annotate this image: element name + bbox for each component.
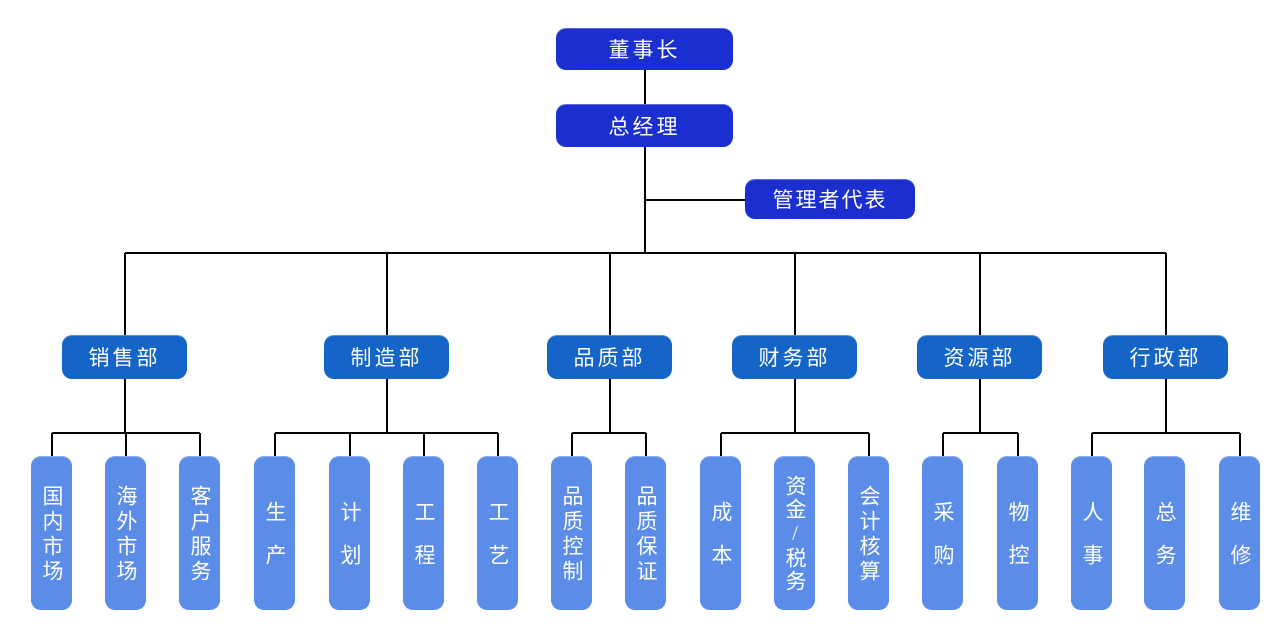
department-node-sales[interactable]: 销售部 bbox=[62, 335, 187, 379]
unit-label: 物控 bbox=[1006, 501, 1030, 587]
unit-label: 资金/税务 bbox=[783, 475, 807, 593]
management-representative-node[interactable]: 管理者代表 bbox=[745, 179, 915, 219]
unit-label: 采购 bbox=[931, 501, 955, 587]
unit-node-domestic-market[interactable]: 国内市场 bbox=[31, 456, 72, 610]
unit-label: 工艺 bbox=[486, 501, 510, 587]
unit-label: 海外市场 bbox=[114, 485, 138, 585]
unit-node-funds-tax[interactable]: 资金/税务 bbox=[774, 456, 815, 610]
unit-label: 维修 bbox=[1228, 501, 1252, 587]
general-manager-node[interactable]: 总经理 bbox=[556, 104, 733, 147]
unit-node-quality-assurance[interactable]: 品质保证 bbox=[625, 456, 666, 610]
department-node-manufacturing[interactable]: 制造部 bbox=[324, 335, 449, 379]
unit-node-cost[interactable]: 成本 bbox=[700, 456, 741, 610]
unit-node-planning[interactable]: 计划 bbox=[329, 456, 370, 610]
unit-node-customer-service[interactable]: 客户服务 bbox=[179, 456, 220, 610]
unit-node-hr[interactable]: 人事 bbox=[1071, 456, 1112, 610]
unit-node-material-control[interactable]: 物控 bbox=[997, 456, 1038, 610]
unit-label: 生产 bbox=[263, 501, 287, 587]
unit-node-accounting[interactable]: 会计核算 bbox=[848, 456, 889, 610]
unit-node-quality-control[interactable]: 品质控制 bbox=[551, 456, 592, 610]
department-node-administration[interactable]: 行政部 bbox=[1103, 335, 1228, 379]
unit-node-process[interactable]: 工艺 bbox=[477, 456, 518, 610]
unit-node-overseas-market[interactable]: 海外市场 bbox=[105, 456, 146, 610]
unit-node-maintenance[interactable]: 维修 bbox=[1219, 456, 1260, 610]
department-node-quality[interactable]: 品质部 bbox=[547, 335, 672, 379]
unit-node-production[interactable]: 生产 bbox=[254, 456, 295, 610]
unit-node-general-affairs[interactable]: 总务 bbox=[1144, 456, 1185, 610]
unit-label: 国内市场 bbox=[40, 485, 64, 585]
unit-node-purchasing[interactable]: 采购 bbox=[922, 456, 963, 610]
unit-label: 工程 bbox=[412, 501, 436, 587]
unit-label: 成本 bbox=[709, 501, 733, 587]
unit-label: 客户服务 bbox=[188, 485, 212, 585]
unit-label: 计划 bbox=[338, 501, 362, 587]
unit-label: 会计核算 bbox=[857, 485, 881, 585]
chairman-node[interactable]: 董事长 bbox=[556, 28, 733, 70]
unit-label: 品质控制 bbox=[560, 485, 584, 585]
unit-label: 品质保证 bbox=[634, 485, 658, 585]
unit-label: 人事 bbox=[1080, 501, 1104, 587]
department-node-resources[interactable]: 资源部 bbox=[917, 335, 1042, 379]
unit-label: 总务 bbox=[1153, 501, 1177, 587]
department-node-finance[interactable]: 财务部 bbox=[732, 335, 857, 379]
unit-node-engineering[interactable]: 工程 bbox=[403, 456, 444, 610]
